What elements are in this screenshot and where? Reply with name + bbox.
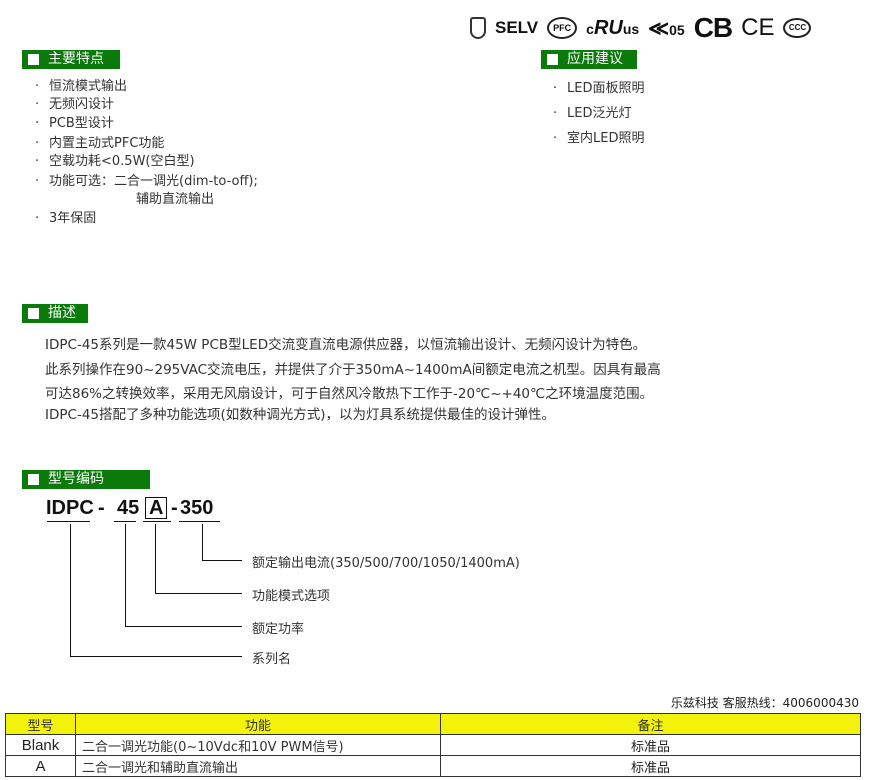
certification-logos: SELV PFC cRUus ≪05 CB CE CCC <box>470 12 812 44</box>
description-line: IDPC-45搭配了多种功能选项(如数种调光方式)，以为灯具系统提供最佳的设计弹… <box>45 407 556 423</box>
description-line: 此系列操作在90~295VAC交流电压，并提供了介于350mA~1400mA间额… <box>45 362 661 378</box>
pfc-logo: PFC <box>547 17 578 39</box>
code-dash: - <box>171 497 178 519</box>
list-item: ·PCB型设计 <box>35 116 114 131</box>
description-heading: 描述 <box>22 304 88 323</box>
ccc-logo: CCC <box>783 18 812 38</box>
code-series: IDPC <box>46 497 94 519</box>
list-item: ·空载功耗<0.5W(空白型) <box>35 154 195 169</box>
list-item: ·恒流模式输出 <box>35 79 128 94</box>
header-function: 功能 <box>75 713 441 735</box>
cell-function: 二合一调光和辅助直流输出 <box>75 755 441 777</box>
cell-remark: 标准品 <box>440 755 861 777</box>
ce-logo: CE <box>741 14 775 41</box>
cell-model: Blank <box>5 734 76 756</box>
list-item: ·功能可选：二合一调光(dim-to-off); <box>35 174 258 189</box>
code-label-series: 系列名 <box>252 652 292 667</box>
cell-remark: 标准品 <box>440 734 861 756</box>
features-heading: 主要特点 <box>22 50 120 69</box>
selv-logo: SELV <box>495 18 539 37</box>
hotline: 乐兹科技 客服热线：4006000430 <box>670 696 859 710</box>
code-label-current: 额定输出电流(350/500/700/1050/1400mA) <box>252 556 520 571</box>
code-power: 45 <box>117 497 140 519</box>
table-row: Blank 二合一调光功能(0~10Vdc和10V PWM信号) 标准品 <box>5 734 861 756</box>
ul-logo: cRUus <box>586 16 640 39</box>
applications-heading: 应用建议 <box>541 50 637 69</box>
header-model: 型号 <box>5 713 76 735</box>
description-line: IDPC-45系列是一款45W PCB型LED交流变直流电源供应器，以恒流输出设… <box>45 337 647 353</box>
list-item: ·LED面板照明 <box>553 81 645 96</box>
cell-function: 二合一调光功能(0~10Vdc和10V PWM信号) <box>75 734 441 756</box>
list-item: ·LED泛光灯 <box>553 106 632 121</box>
table-header-row: 型号 功能 备注 <box>5 713 861 735</box>
code-function: A <box>145 497 168 519</box>
cb-logo: CB <box>693 12 733 43</box>
list-item-continuation: 辅助直流输出 <box>136 192 215 207</box>
function-table: 型号 功能 备注 Blank 二合一调光功能(0~10Vdc和10V PWM信号… <box>5 713 861 777</box>
code-label-function: 功能模式选项 <box>252 589 331 604</box>
safety-shield-icon <box>470 17 486 39</box>
header-remark: 备注 <box>440 713 861 735</box>
table-row: A 二合一调光和辅助直流输出 标准品 <box>5 755 861 777</box>
list-item: ·内置主动式PFC功能 <box>35 136 165 151</box>
list-item: ·3年保固 <box>35 211 97 226</box>
list-item: ·无频闪设计 <box>35 97 115 112</box>
code-current: 350 <box>180 497 214 519</box>
pse-logo: ≪05 <box>648 17 685 40</box>
cell-model: A <box>5 755 76 777</box>
list-item: ·室内LED照明 <box>553 131 645 146</box>
model-code-heading: 型号编码 <box>22 470 150 489</box>
code-label-power: 额定功率 <box>252 622 305 637</box>
description-line: 可达86%之转换效率，采用无风扇设计，可于自然风冷散热下工作于-20℃~+40℃… <box>45 386 654 402</box>
code-dash: - <box>98 497 105 519</box>
